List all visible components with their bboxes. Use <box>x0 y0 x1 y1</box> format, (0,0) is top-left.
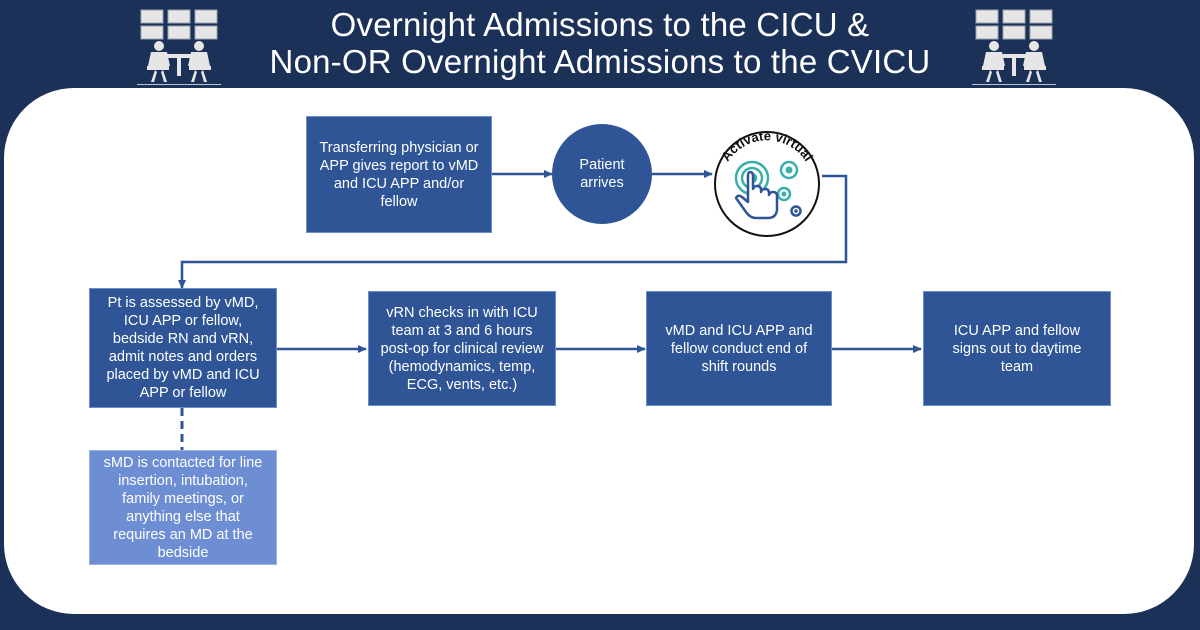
smd-contact-text: sMD is contacted for line insertion, int… <box>103 454 263 561</box>
vrn-checks-box: vRN checks in with ICU team at 3 and 6 h… <box>368 291 556 406</box>
control-room-staff-icon <box>972 8 1056 85</box>
transfer-report-box: Transferring physician or APP gives repo… <box>306 116 492 233</box>
assessment-text: Pt is assessed by vMD, ICU APP or fellow… <box>106 295 260 401</box>
patient-arrives-node: Patient arrives <box>552 124 652 224</box>
end-of-shift-text: vMD and ICU APP and fellow conduct end o… <box>665 322 813 375</box>
title-line-2: Non-OR Overnight Admissions to the CVICU <box>269 43 931 80</box>
arrow-activate-to-assessment <box>178 174 848 289</box>
sign-out-box: ICU APP and fellow signs out to daytime … <box>923 291 1111 406</box>
vrn-checks-text: vRN checks in with ICU team at 3 and 6 h… <box>380 304 544 393</box>
assessment-box: Pt is assessed by vMD, ICU APP or fellow… <box>89 288 277 408</box>
patient-arrives-text: Patient arrives <box>579 157 625 191</box>
transfer-report-text: Transferring physician or APP gives repo… <box>319 139 479 210</box>
end-of-shift-box: vMD and ICU APP and fellow conduct end o… <box>646 291 832 406</box>
sign-out-text: ICU APP and fellow signs out to daytime … <box>952 322 1082 375</box>
hand-icon <box>734 170 779 220</box>
control-room-staff-icon <box>137 8 221 85</box>
page-title: Overnight Admissions to the CICU & Non-O… <box>0 0 1200 88</box>
smd-contact-box: sMD is contacted for line insertion, int… <box>89 450 277 565</box>
title-line-1: Overnight Admissions to the CICU & <box>330 6 870 43</box>
activate-virtual-node: Activate virtual <box>712 128 822 238</box>
